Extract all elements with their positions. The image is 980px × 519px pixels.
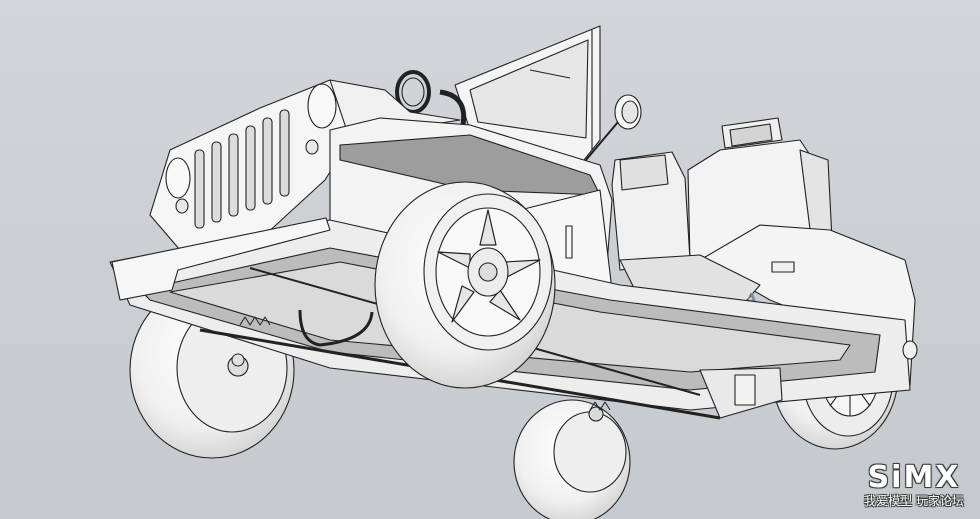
wheel-rear-left xyxy=(513,399,631,519)
watermark-logo: SiMX xyxy=(867,460,961,495)
watermark: SiMX 我爱模型 玩家论坛 xyxy=(858,463,970,511)
watermark-subtitle: 我爱模型 玩家论坛 xyxy=(864,494,964,508)
wheel-front-right xyxy=(374,181,556,389)
windshield-frame xyxy=(454,25,601,166)
suspension-springs xyxy=(231,309,611,411)
side-mirror xyxy=(585,94,642,161)
front-fender xyxy=(111,217,331,301)
